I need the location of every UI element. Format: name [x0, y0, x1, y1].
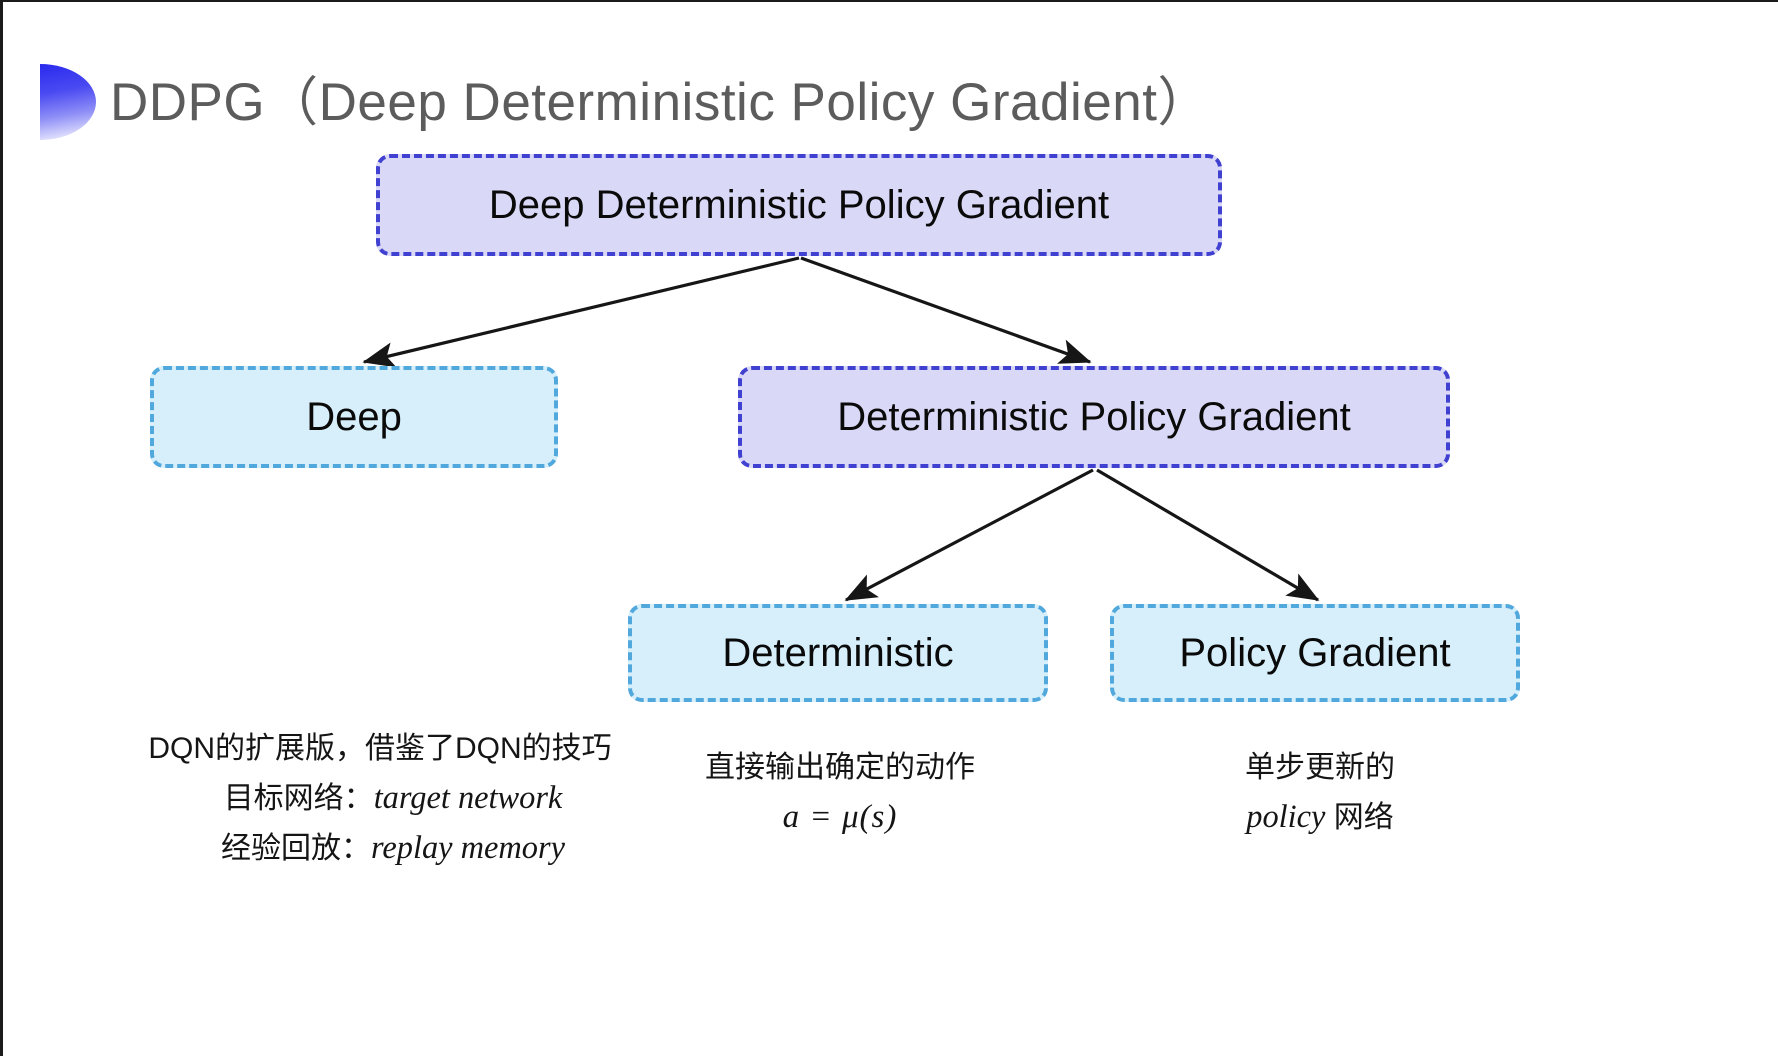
- page-title-text: DDPG（Deep Deterministic Policy Gradient）: [110, 72, 1211, 132]
- node-deterministic[interactable]: Deterministic: [628, 604, 1048, 702]
- node-deterministic-policy-gradient[interactable]: Deterministic Policy Gradient: [738, 366, 1450, 468]
- gradient-circle-bullet-icon: [40, 64, 96, 140]
- caption-policy-gradient: 单步更新的 policy 网络: [1130, 745, 1510, 842]
- caption-policy-gradient-term: policy: [1246, 798, 1326, 835]
- node-deep-deterministic-policy-gradient[interactable]: Deep Deterministic Policy Gradient: [376, 154, 1222, 256]
- node-label: Deterministic: [722, 631, 954, 675]
- node-label: Deep Deterministic Policy Gradient: [488, 183, 1110, 227]
- caption-deep-line2-label: 目标网络：: [223, 781, 374, 815]
- caption-policy-gradient-line2: policy 网络: [1130, 792, 1510, 842]
- node-deep[interactable]: Deep: [150, 366, 558, 468]
- caption-deep-line2: 目标网络：target network: [60, 773, 700, 823]
- caption-deterministic-formula: a = μ(s): [782, 798, 898, 835]
- caption-deep-line3: 经验回放：replay memory: [60, 823, 700, 873]
- caption-deterministic-line1: 直接输出确定的动作: [705, 751, 975, 784]
- caption-policy-gradient-suffix: 网络: [1325, 800, 1394, 834]
- caption-deep-line2-term: target network: [373, 779, 563, 816]
- page-title: DDPG（Deep Deterministic Policy Gradient）: [40, 62, 1211, 142]
- node-label: Policy Gradient: [1179, 631, 1451, 675]
- caption-deterministic: 直接输出确定的动作 a = μ(s): [640, 745, 1040, 843]
- edge-root-to-dpg: [800, 256, 1092, 364]
- node-policy-gradient[interactable]: Policy Gradient: [1110, 604, 1520, 702]
- caption-policy-gradient-line1: 单步更新的: [1245, 751, 1395, 784]
- edge-dpg-to-deterministic: [844, 468, 1094, 602]
- caption-deep-line1: DQN的扩展版，借鉴了DQN的技巧: [148, 732, 612, 765]
- edge-root-to-deep: [362, 256, 800, 368]
- node-label: Deterministic Policy Gradient: [837, 395, 1351, 439]
- caption-deep-line3-label: 经验回放：: [221, 831, 371, 865]
- caption-deep: DQN的扩展版，借鉴了DQN的技巧 目标网络：target network 经验…: [60, 726, 700, 873]
- caption-deep-line3-term: replay memory: [371, 829, 565, 866]
- node-label: Deep: [306, 395, 402, 439]
- edge-dpg-to-policy-gradient: [1096, 468, 1320, 602]
